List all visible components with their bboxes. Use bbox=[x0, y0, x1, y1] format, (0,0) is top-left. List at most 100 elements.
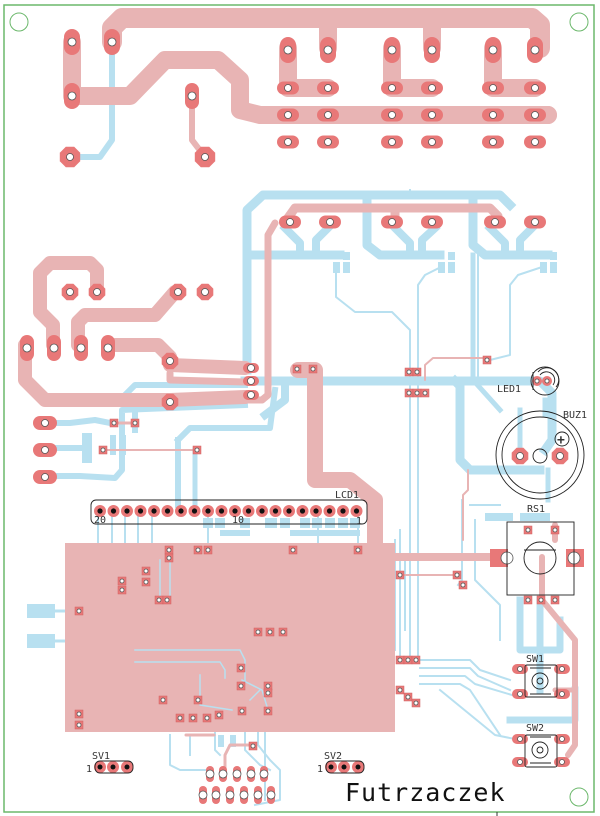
via-hole bbox=[397, 657, 403, 663]
bottom-smd-pad bbox=[27, 634, 55, 648]
encoder-label: RS1 bbox=[527, 504, 545, 515]
via-hole bbox=[413, 657, 419, 663]
lcd-pin-hole bbox=[151, 508, 157, 514]
via-hole bbox=[166, 555, 172, 561]
drill-hole bbox=[67, 37, 77, 47]
header-pin-hole bbox=[97, 764, 103, 770]
via-hole bbox=[525, 527, 531, 533]
drill-hole bbox=[239, 790, 249, 800]
header-pin-hole bbox=[124, 764, 130, 770]
via-hole bbox=[156, 597, 162, 603]
via-hole bbox=[422, 390, 428, 396]
header-pin-hole bbox=[355, 764, 361, 770]
drill-hole bbox=[388, 138, 396, 146]
drill-hole bbox=[174, 288, 182, 296]
sv1-pin1-label: 1 bbox=[86, 764, 92, 775]
drill-hole bbox=[491, 218, 499, 226]
drill-hole bbox=[489, 84, 497, 92]
lcd-pin-hole bbox=[97, 508, 103, 514]
drill-hole bbox=[41, 419, 49, 427]
via-hole bbox=[255, 629, 261, 635]
via-hole bbox=[119, 578, 125, 584]
drill-hole bbox=[284, 111, 292, 119]
lcd-pin-hole bbox=[205, 508, 211, 514]
drill-hole bbox=[388, 84, 396, 92]
lcd-pin-hole bbox=[245, 508, 252, 514]
drill-hole bbox=[559, 666, 565, 672]
drill-hole bbox=[286, 218, 294, 226]
drill-hole bbox=[427, 45, 437, 55]
via-hole bbox=[164, 597, 170, 603]
via-hole bbox=[195, 697, 201, 703]
silkscreen: LCD1 20 10 1 LED1 + BUZ1 RS1 bbox=[86, 366, 587, 807]
via-hole bbox=[160, 697, 166, 703]
lcd-pin-hole bbox=[272, 508, 279, 514]
drill-hole bbox=[428, 138, 436, 146]
drill-hole bbox=[22, 343, 32, 353]
drill-hole bbox=[517, 666, 523, 672]
lcd-pin-hole bbox=[218, 508, 225, 514]
drill-hole bbox=[66, 288, 74, 296]
drill-hole bbox=[284, 138, 292, 146]
board-title: Futrzaczek bbox=[345, 778, 506, 807]
drill-hole bbox=[489, 111, 497, 119]
via-hole bbox=[205, 547, 211, 553]
drill-hole bbox=[259, 769, 269, 779]
drill-hole bbox=[246, 769, 256, 779]
via-hole bbox=[397, 572, 403, 578]
lcd-pin-hole bbox=[178, 508, 184, 514]
lcd-pin-hole bbox=[326, 508, 333, 514]
drill-hole bbox=[218, 769, 228, 779]
switch-sw1-symbol bbox=[524, 664, 558, 698]
drill-hole bbox=[49, 343, 59, 353]
via-hole bbox=[76, 722, 82, 728]
drill-hole bbox=[253, 790, 263, 800]
via-hole bbox=[166, 547, 172, 553]
drill-hole bbox=[166, 357, 174, 365]
drill-hole bbox=[559, 691, 565, 697]
via-hole bbox=[414, 369, 420, 375]
lcd-pin-1-label: 1 bbox=[356, 516, 362, 527]
lcd-pin-hole bbox=[110, 508, 117, 514]
drill-hole bbox=[534, 378, 540, 384]
drill-hole bbox=[323, 45, 333, 55]
via-hole bbox=[265, 683, 271, 689]
drill-hole bbox=[428, 218, 436, 226]
via-hole bbox=[76, 608, 82, 614]
drill-hole bbox=[544, 378, 550, 384]
drill-hole bbox=[559, 736, 565, 742]
drill-hole bbox=[166, 398, 174, 406]
led-label: LED1 bbox=[497, 384, 521, 395]
via-hole bbox=[405, 694, 411, 700]
via-hole bbox=[143, 579, 149, 585]
via-hole bbox=[265, 708, 271, 714]
drill-hole bbox=[211, 790, 221, 800]
via-hole bbox=[265, 690, 271, 696]
drill-hole bbox=[428, 111, 436, 119]
via-hole bbox=[216, 712, 222, 718]
lcd-label: LCD1 bbox=[335, 490, 359, 501]
drill-hole bbox=[517, 691, 523, 697]
via-hole bbox=[132, 420, 138, 426]
encoder-symbol bbox=[506, 521, 575, 596]
buzzer-polarity: + bbox=[557, 433, 565, 448]
drill-hole bbox=[488, 45, 498, 55]
drill-hole bbox=[93, 288, 101, 296]
drill-hole bbox=[247, 391, 255, 399]
drill-hole bbox=[67, 91, 77, 101]
lcd-pin-hole bbox=[232, 508, 238, 514]
lcd-pin-hole bbox=[124, 508, 130, 514]
drill-hole bbox=[201, 288, 209, 296]
drill-hole bbox=[107, 37, 117, 47]
via-hole bbox=[195, 547, 201, 553]
drill-hole bbox=[76, 343, 86, 353]
lcd-ground-pour bbox=[65, 543, 395, 732]
drill-hole bbox=[556, 452, 564, 460]
drill-hole bbox=[531, 84, 539, 92]
via-hole bbox=[177, 715, 183, 721]
via-hole bbox=[280, 629, 286, 635]
drill-hole bbox=[530, 45, 540, 55]
drill-hole bbox=[324, 111, 332, 119]
switch-sw2-symbol bbox=[524, 734, 558, 768]
